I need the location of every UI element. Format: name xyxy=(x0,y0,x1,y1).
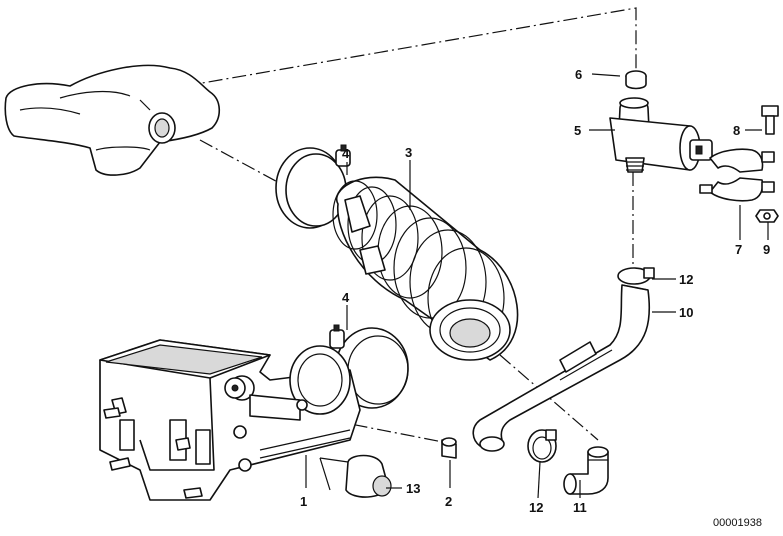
document-number: 00001938 xyxy=(713,517,762,529)
callout-7: 7 xyxy=(735,242,742,257)
callout-12-lower: 12 xyxy=(529,500,543,515)
valve-seal xyxy=(625,70,647,90)
callout-5: 5 xyxy=(574,123,581,138)
hex-bolt xyxy=(761,105,779,135)
rubber-boot-bellows xyxy=(332,176,519,361)
callout-11: 11 xyxy=(573,500,587,515)
connector xyxy=(319,454,392,498)
hose-clamp-upper xyxy=(617,267,655,285)
callout-8: 8 xyxy=(733,123,740,138)
callout-1: 1 xyxy=(300,494,307,509)
callout-10: 10 xyxy=(679,305,693,320)
callout-3: 3 xyxy=(405,145,412,160)
callout-9: 9 xyxy=(763,242,770,257)
plug xyxy=(441,437,457,459)
assembly-lines xyxy=(184,7,637,444)
callout-12-upper: 12 xyxy=(679,272,693,287)
callout-labels: 1 2 3 4 4 5 6 7 8 9 10 11 12 12 13 xyxy=(300,67,770,515)
elbow-connector xyxy=(563,446,609,495)
callout-leaders xyxy=(305,73,769,499)
intake-plenum xyxy=(4,64,221,176)
hex-nut xyxy=(755,209,779,223)
callout-4-upper: 4 xyxy=(342,146,350,161)
valve-bracket xyxy=(699,148,775,202)
callout-2: 2 xyxy=(445,494,452,509)
callout-13: 13 xyxy=(406,481,420,496)
air-flow-meter xyxy=(99,339,361,501)
hose-clamp-lower xyxy=(527,429,557,463)
idle-speed-valve xyxy=(609,97,713,173)
vent-hose xyxy=(472,284,651,452)
callout-4-lower: 4 xyxy=(342,290,350,305)
callout-6: 6 xyxy=(575,67,582,82)
